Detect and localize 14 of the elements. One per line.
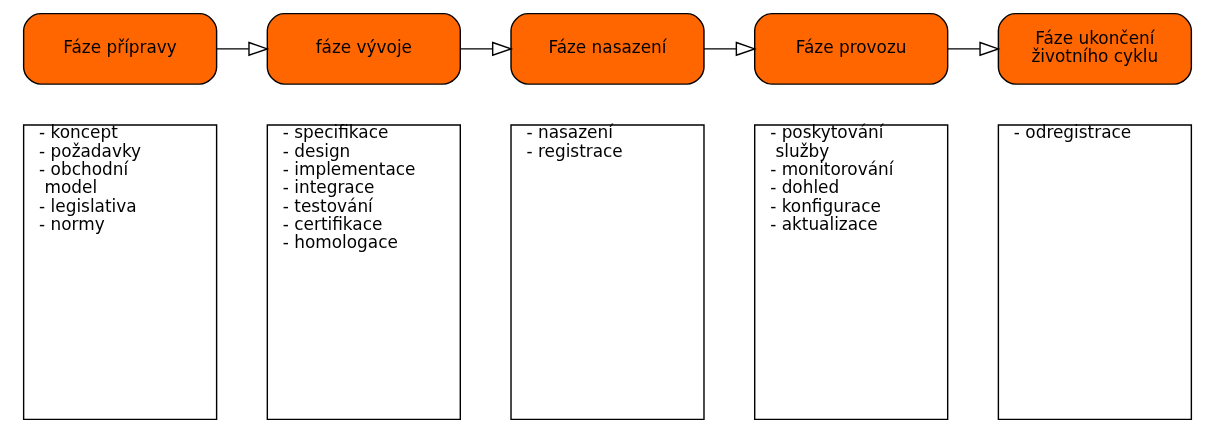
arrow — [703, 41, 757, 57]
arrow — [216, 41, 270, 57]
arrow — [947, 41, 1001, 57]
node-box: Fáze nasazení — [510, 12, 705, 85]
node-box: - nasazení - registrace — [510, 124, 705, 421]
node-box: Fáze ukončení životního cyklu — [997, 12, 1193, 85]
node-box: - odregistrace — [997, 124, 1193, 421]
arrow — [459, 41, 514, 57]
node-box: Fáze přípravy — [22, 12, 218, 85]
node-box: - koncept - požadavky - obchodní model - legislativa - normy — [22, 124, 218, 421]
node-box: fáze vývoje — [266, 12, 461, 85]
node-box: - poskytování služby - monitorování - dohled - konfigurace - aktualizace — [754, 124, 949, 421]
node-box: Fáze provozu — [754, 12, 949, 85]
node-box: - specifikace - design - implementace - integrace - testování - certifikace - homologace — [266, 124, 461, 421]
